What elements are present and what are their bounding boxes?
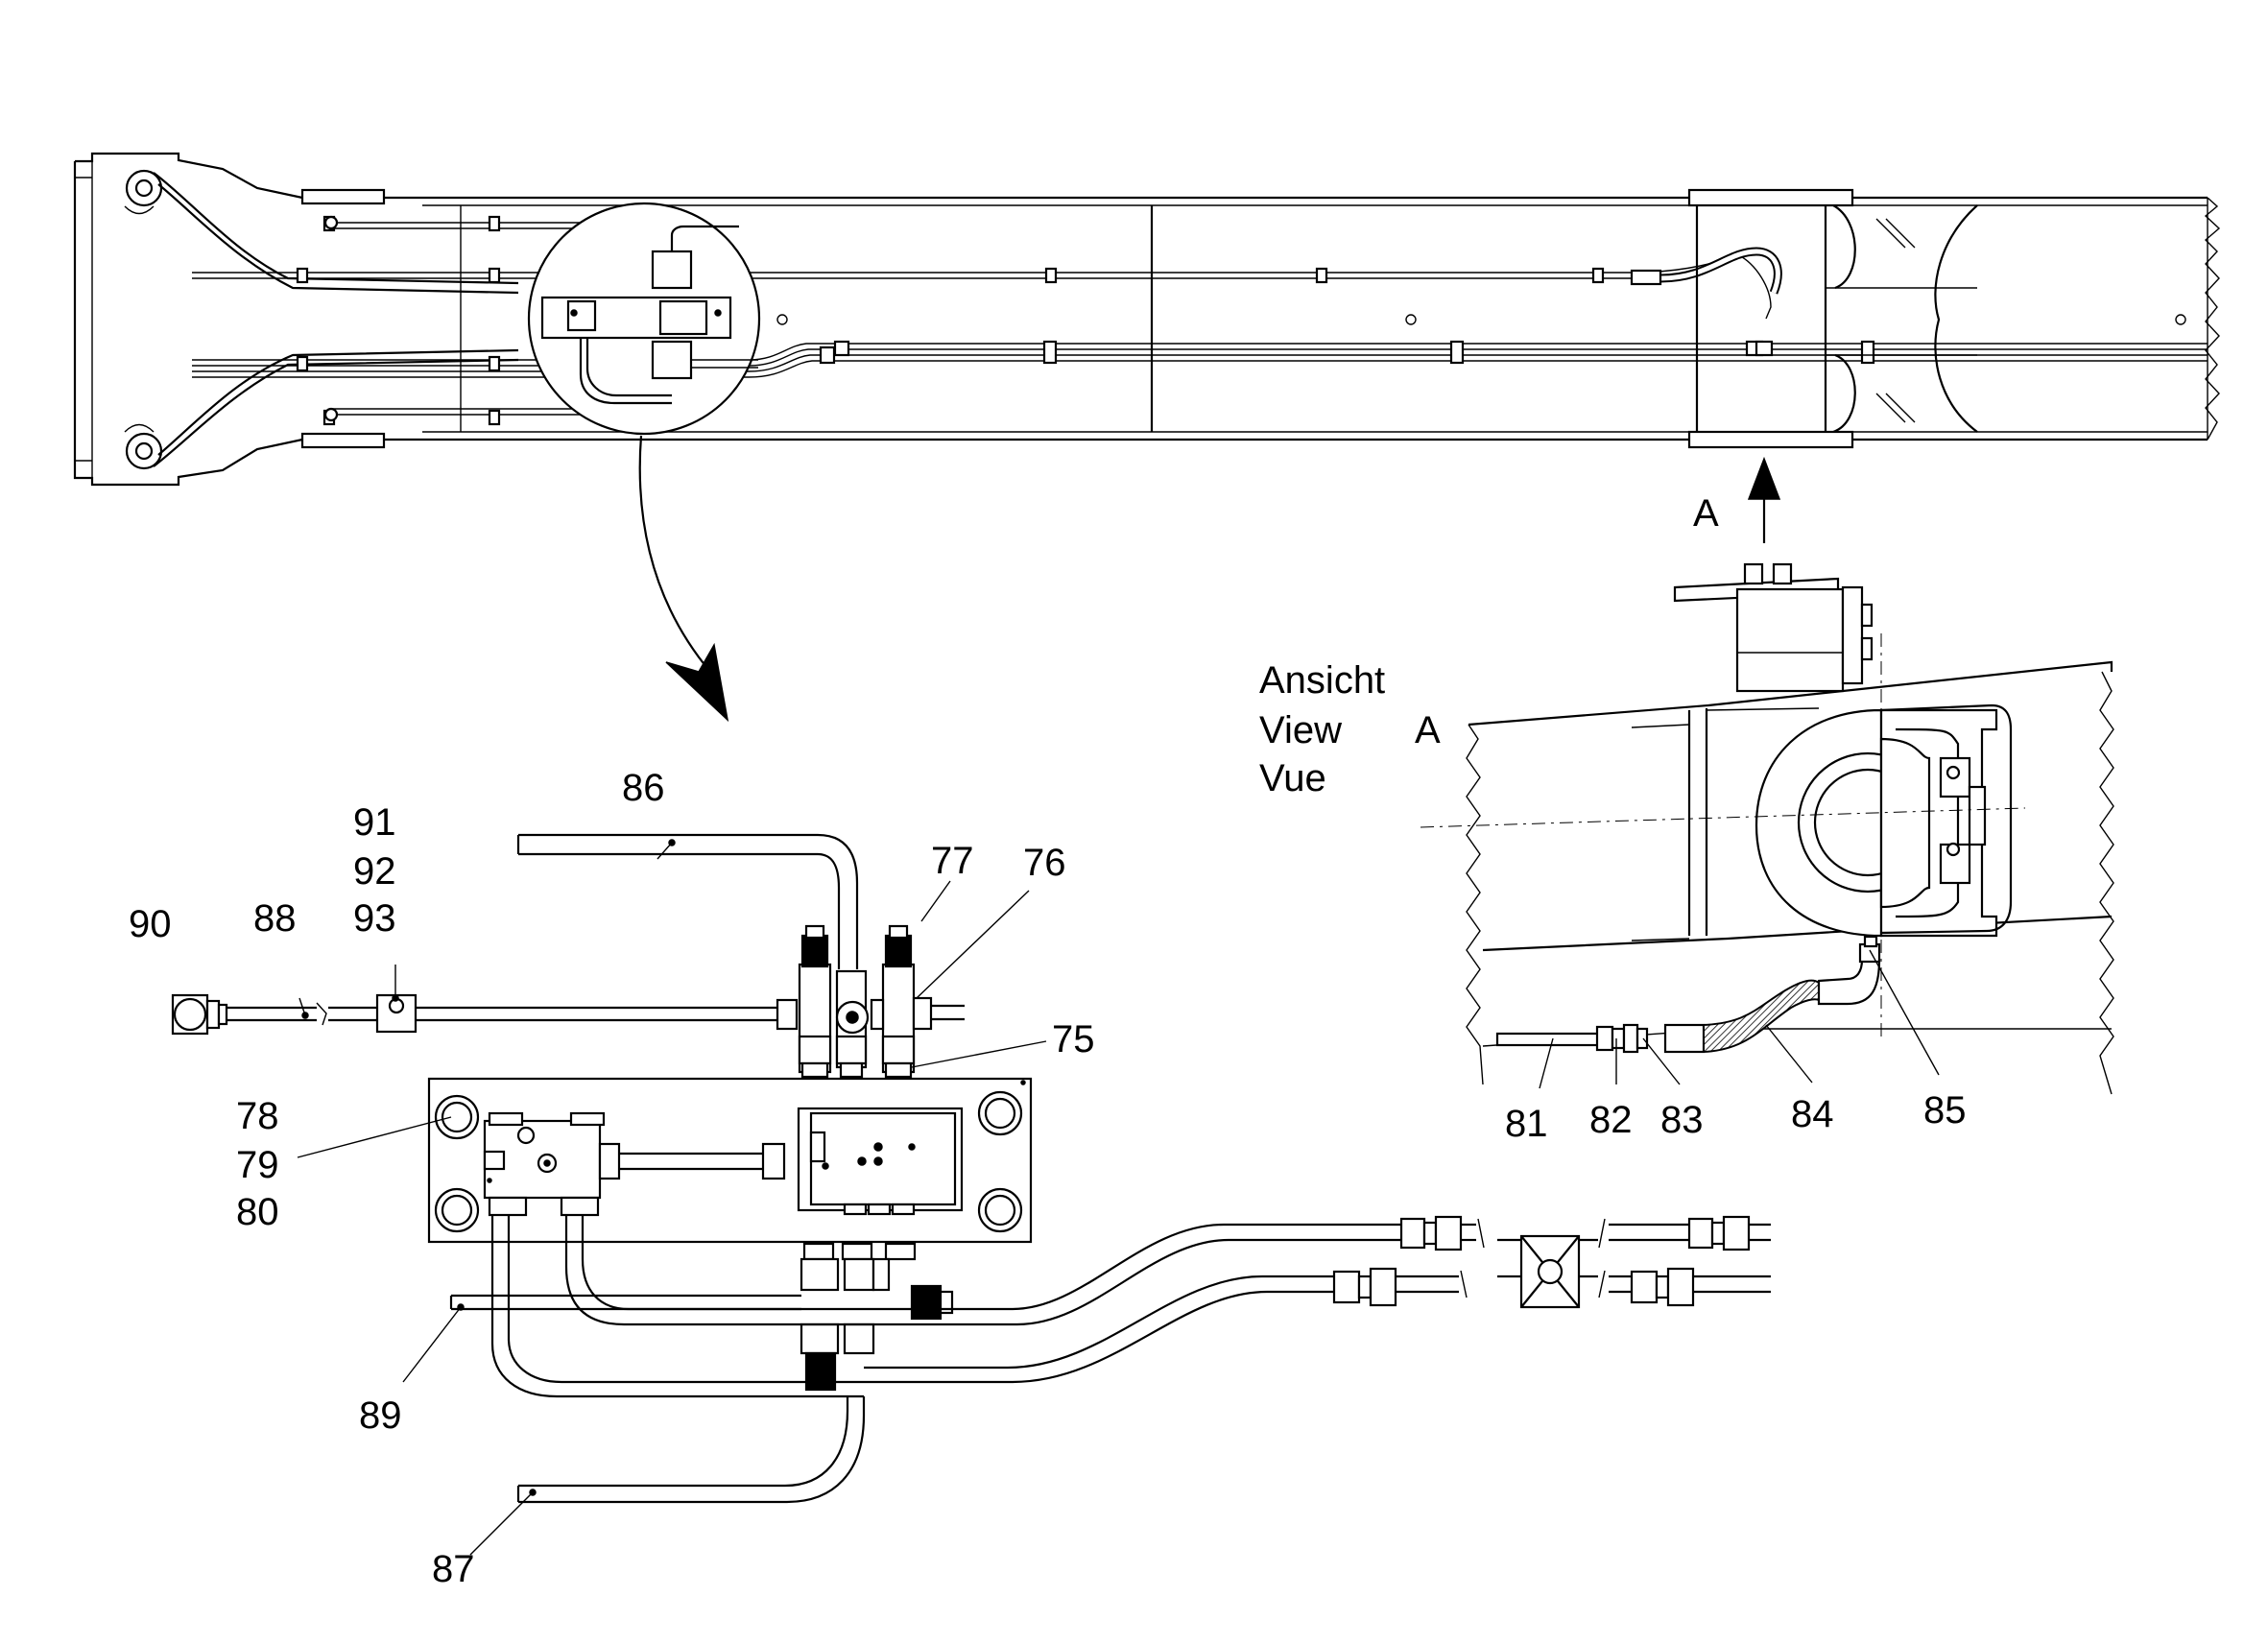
- view-a-detail: Ansicht View Vue A: [1259, 562, 2114, 1095]
- part-label-77: 77: [931, 840, 974, 882]
- view-caption-line-1: Ansicht: [1259, 659, 1385, 702]
- part-label-85: 85: [1923, 1089, 1967, 1132]
- part-label-78: 78: [236, 1095, 279, 1137]
- view-arrow-letter: A: [1693, 492, 1719, 535]
- part-label-76: 76: [1023, 842, 1066, 884]
- part-label-75: 75: [1052, 1018, 1095, 1060]
- leader-lines: [297, 839, 1940, 1556]
- part-label-89: 89: [359, 1394, 402, 1437]
- part-label-82: 82: [1589, 1099, 1633, 1141]
- part-label-92: 92: [353, 850, 396, 893]
- boom-overview: A: [73, 152, 2221, 723]
- part-label-88: 88: [253, 897, 297, 940]
- view-caption-line-3: Vue: [1259, 757, 1326, 799]
- view-caption-line-2: View: [1259, 709, 1342, 751]
- part-label-93: 93: [353, 897, 396, 940]
- part-label-79: 79: [236, 1144, 279, 1186]
- part-number-labels: 86 77 76 75 91 92 93 90 88 78 79 80 89 8…: [129, 767, 1967, 1590]
- part-label-84: 84: [1791, 1093, 1834, 1135]
- part-label-86: 86: [622, 767, 665, 809]
- part-label-87: 87: [432, 1548, 475, 1590]
- valve-stack-middle: [835, 969, 870, 1079]
- detail-callout-contents: [540, 225, 758, 405]
- part-label-80: 80: [236, 1191, 279, 1233]
- valve-block-detail: [171, 833, 1771, 1504]
- part-label-81: 81: [1505, 1103, 1548, 1145]
- valve-stack-right: [870, 924, 933, 1079]
- view-caption-letter: A: [1415, 709, 1441, 751]
- valve-stack-left: [776, 924, 832, 1079]
- part-label-90: 90: [129, 903, 172, 945]
- part-label-91: 91: [353, 801, 396, 844]
- part-label-83: 83: [1660, 1099, 1704, 1141]
